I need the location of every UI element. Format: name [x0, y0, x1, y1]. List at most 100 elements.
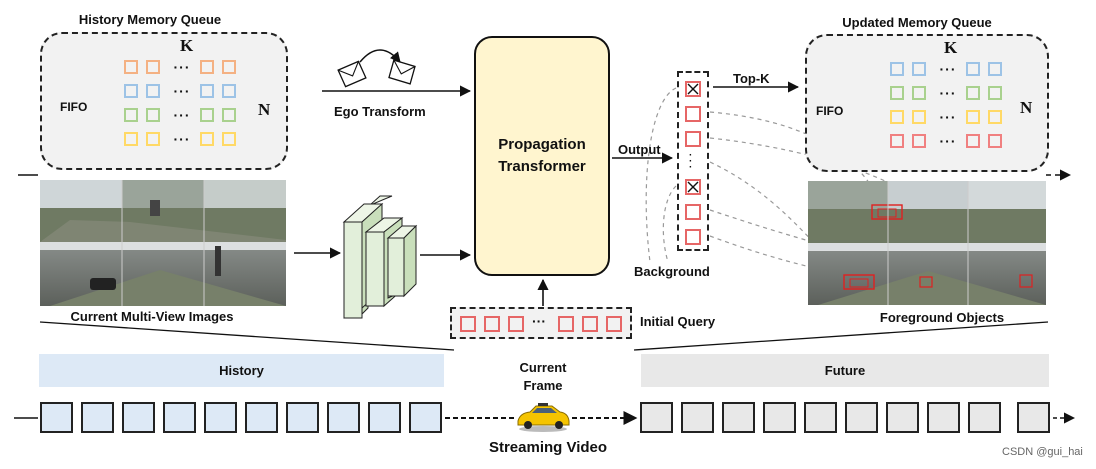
memory-query-cell: [988, 110, 1002, 124]
history-frame: [40, 402, 73, 433]
memory-query-cell: [890, 134, 904, 148]
history-bar: History: [39, 354, 444, 387]
propagation-line2: Transformer: [498, 158, 586, 175]
memory-query-cell: [966, 110, 980, 124]
history-frame: [409, 402, 442, 433]
history-frame: [163, 402, 196, 433]
initial-query: [508, 316, 524, 332]
future-frame: [722, 402, 755, 433]
updated-n-label: N: [1020, 98, 1033, 117]
memory-query-cell: [124, 60, 138, 74]
grid-ellipsis: ···: [173, 107, 191, 123]
current-frame-label: Current Frame: [520, 359, 567, 395]
memory-query-cell: [912, 62, 926, 76]
memory-query-cell: [124, 108, 138, 122]
current-frame-line2: Frame: [523, 378, 563, 393]
memory-query-cell: [222, 60, 236, 74]
future-frame: [1017, 402, 1050, 433]
grid-ellipsis: ···: [939, 85, 957, 101]
future-frame: [968, 402, 1001, 433]
ego-camera-before: [337, 60, 367, 88]
updated-memory-queue: [805, 34, 1049, 172]
ego-camera-after: [388, 59, 416, 85]
memory-query-cell: [124, 84, 138, 98]
future-bar-label: Future: [824, 363, 866, 378]
memory-query-cell: [146, 132, 160, 146]
initial-query: [558, 316, 574, 332]
history-bar-label: History: [219, 363, 264, 378]
memory-query-cell: [966, 86, 980, 100]
perspective-line-left: [39, 321, 455, 351]
output-query-removed: [685, 179, 701, 195]
background-curve-a: [645, 87, 677, 263]
memory-query-cell: [912, 86, 926, 100]
history-frame: [286, 402, 319, 433]
history-frame: [245, 402, 278, 433]
history-fifo-label: FIFO: [60, 100, 88, 114]
history-query-grid: ··· ··· ··· ···: [124, 58, 240, 148]
memory-query-cell: [222, 84, 236, 98]
current-frame-line1: Current: [519, 360, 567, 375]
memory-query-cell: [200, 108, 214, 122]
output-label: Output: [618, 142, 661, 157]
watermark: CSDN @gui_hai: [1002, 446, 1083, 458]
updated-fifo-label: FIFO: [816, 104, 844, 118]
multi-view-caption: Current Multi-View Images: [70, 309, 234, 324]
history-n-label: N: [258, 100, 271, 119]
output-query-column: ···: [677, 71, 709, 251]
history-memory-queue: [40, 32, 288, 170]
initial-query: [582, 316, 598, 332]
output-query: [685, 106, 701, 122]
initial-query-box: ···: [450, 307, 632, 339]
grid-ellipsis: ···: [939, 61, 957, 77]
initial-query: [460, 316, 476, 332]
memory-query-cell: [146, 60, 160, 74]
initial-query-label: Initial Query: [640, 314, 716, 329]
history-frame: [368, 402, 401, 433]
grid-ellipsis: ···: [173, 59, 191, 75]
memory-query-cell: [222, 108, 236, 122]
memory-query-cell: [912, 110, 926, 124]
memory-query-cell: [124, 132, 138, 146]
history-queue-title: History Memory Queue: [78, 12, 222, 27]
background-label: Background: [634, 264, 710, 279]
memory-query-cell: [966, 134, 980, 148]
memory-query-cell: [890, 110, 904, 124]
propagation-transformer: Propagation Transformer: [474, 36, 610, 276]
memory-query-cell: [890, 86, 904, 100]
history-frame: [204, 402, 237, 433]
memory-query-cell: [146, 108, 160, 122]
future-frame: [845, 402, 878, 433]
output-query: [685, 204, 701, 220]
output-query-removed: [685, 81, 701, 97]
foreground-caption: Foreground Objects: [879, 310, 1005, 325]
initial-query: [606, 316, 622, 332]
memory-query-cell: [966, 62, 980, 76]
updated-queue-title: Updated Memory Queue: [842, 15, 992, 30]
memory-query-cell: [200, 132, 214, 146]
future-frame: [681, 402, 714, 433]
multi-view-images: [40, 180, 286, 306]
initial-query: [484, 316, 500, 332]
propagation-line1: Propagation: [498, 136, 586, 153]
memory-query-cell: [988, 86, 1002, 100]
output-column-ellipsis: ···: [689, 150, 693, 173]
streaming-video-label: Streaming Video: [488, 439, 608, 456]
future-frame: [640, 402, 673, 433]
history-frame: [327, 402, 360, 433]
grid-ellipsis: ···: [939, 133, 957, 149]
perspective-line-right: [633, 321, 1049, 351]
future-frame: [927, 402, 960, 433]
grid-ellipsis: ···: [939, 109, 957, 125]
feature-extractor-icon: [342, 195, 418, 319]
memory-query-cell: [890, 62, 904, 76]
history-frame: [81, 402, 114, 433]
background-curve-b: [662, 185, 677, 263]
grid-ellipsis: ···: [173, 83, 191, 99]
updated-k-label: K: [944, 38, 958, 57]
foreground-objects-images: [808, 181, 1046, 305]
memory-query-cell: [200, 60, 214, 74]
memory-query-cell: [912, 134, 926, 148]
grid-ellipsis: ···: [173, 131, 191, 147]
memory-query-cell: [200, 84, 214, 98]
